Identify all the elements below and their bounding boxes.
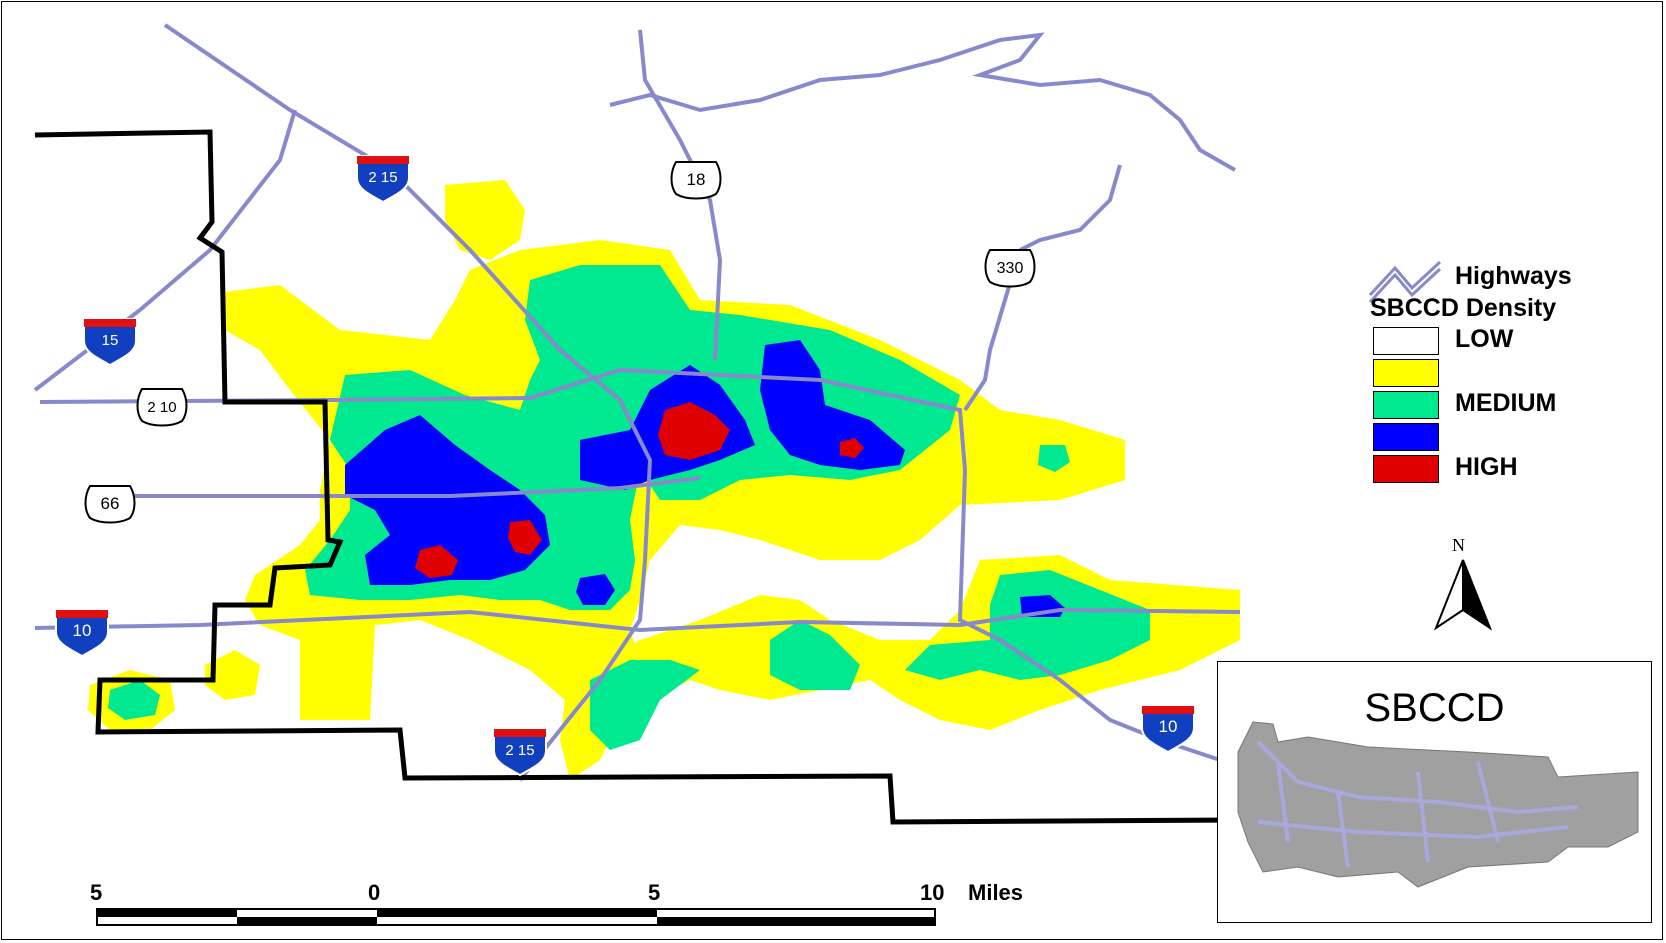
interstate-shield-i10-west: 10	[55, 609, 109, 657]
shield-label: 2 15	[505, 742, 534, 759]
north-label: N	[1452, 535, 1465, 555]
route-shield-sr210: 2 10	[136, 388, 188, 427]
density-high-east	[840, 438, 864, 458]
shield-label: 330	[997, 260, 1024, 277]
shield-label: 10	[1159, 717, 1178, 736]
highway-i10	[34, 607, 1241, 633]
density-blue-west	[345, 415, 550, 585]
interstate-shield-i10-east: 10	[1141, 705, 1195, 753]
legend-swatch-medium	[1373, 391, 1439, 419]
density-medium-east1	[770, 620, 860, 690]
legend-label-medium: MEDIUM	[1455, 389, 1557, 417]
legend-label-high: HIGH	[1455, 453, 1518, 481]
highway-i215	[163, 23, 653, 782]
density-blue-east	[760, 340, 905, 470]
interstate-shield-i215-south: 2 15	[493, 728, 547, 776]
shield-label: 2 15	[368, 169, 397, 186]
highway-i15	[33, 109, 297, 392]
inset-district-shape	[1237, 721, 1639, 888]
density-yellow-sw	[205, 650, 260, 700]
legend-highways-label: Highways	[1455, 262, 1572, 290]
inset-title: SBCCD	[1364, 686, 1505, 730]
density-yellow-east	[580, 555, 1240, 760]
legend-swatch-low-medium	[1373, 359, 1439, 387]
density-high-center	[658, 402, 730, 460]
highway-mountain	[609, 32, 1236, 172]
density-high-layer	[415, 402, 864, 578]
interstate-shield-i15: 15	[83, 318, 137, 366]
legend-label-low: LOW	[1455, 325, 1514, 353]
density-high-west2	[508, 520, 542, 555]
shield-label: 66	[101, 494, 120, 513]
legend-swatch-low	[1373, 327, 1439, 355]
scale-tick-label: 5	[648, 880, 661, 905]
legend-density-title: SBCCD Density	[1370, 294, 1557, 322]
scale-unit-label: Miles	[968, 880, 1024, 905]
density-medium-mid-south	[590, 660, 700, 750]
interstate-shield-i215-north: 2 15	[356, 155, 410, 203]
legend-swatch-high	[1373, 455, 1439, 483]
shield-label: 18	[687, 170, 706, 189]
density-medium-west	[108, 680, 160, 720]
route-shield-sr330: 330	[984, 249, 1036, 288]
route-shield-us18: 18	[670, 161, 722, 200]
highway-us66	[100, 476, 701, 498]
density-yellow-north	[445, 180, 525, 260]
density-medium-east2	[905, 570, 1150, 680]
scale-tick-label: 0	[368, 880, 381, 905]
scale-tick-label: 5	[90, 880, 103, 905]
legend-highway-symbol	[1368, 260, 1442, 304]
density-blue-dot-south	[576, 574, 615, 605]
district-boundary	[34, 129, 1241, 825]
shield-label: 10	[73, 621, 92, 640]
shield-label: 15	[102, 332, 119, 349]
highway-mountain2	[1019, 164, 1122, 252]
scale-tick-label: 10	[920, 880, 945, 905]
north-arrow-icon	[1433, 559, 1493, 631]
legend-swatch-medium-high	[1373, 423, 1439, 451]
route-shield-us66: 66	[84, 485, 136, 524]
density-medium-east-dot	[1038, 445, 1070, 472]
shield-label: 2 10	[147, 399, 176, 416]
highway-sr210	[39, 367, 1221, 762]
scale-bar	[96, 908, 936, 926]
inset-map: SBCCD	[1217, 661, 1652, 923]
density-high-west1	[415, 545, 458, 578]
